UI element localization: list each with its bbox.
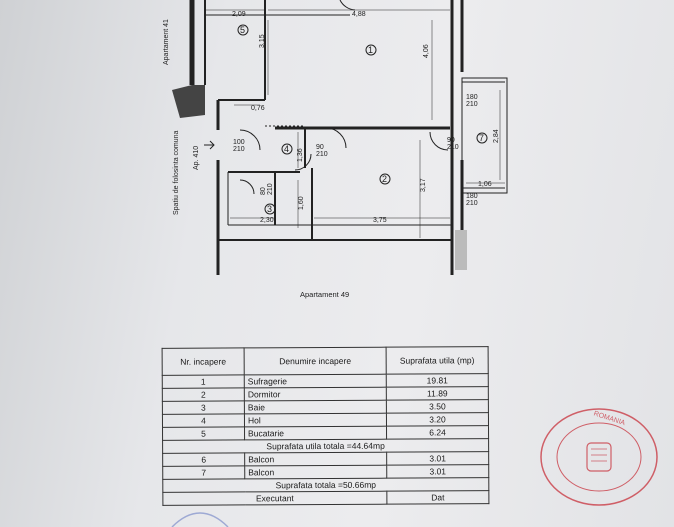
door-180b-h: 210 xyxy=(466,200,478,207)
door-100-w: 100 xyxy=(233,139,245,146)
dim-284: 2,84 xyxy=(493,129,500,143)
row-area: 3.20 xyxy=(386,412,489,427)
apt-top-label: Apartament 41 xyxy=(163,19,170,65)
room-1-label: 1 xyxy=(368,45,373,55)
door-180b-w: 180 xyxy=(466,193,478,200)
dim-315: 3,15 xyxy=(259,34,266,48)
dim-106: 1,06 xyxy=(478,181,492,188)
door-180a-h: 210 xyxy=(466,101,478,108)
row-name: Sufragerie xyxy=(244,374,387,388)
door-90a-h: 210 xyxy=(316,151,328,158)
door-100-h: 210 xyxy=(233,146,245,153)
rooms-table: Nr. incapere Denumire incapere Suprafata… xyxy=(162,346,490,506)
row-name: Bucatarie xyxy=(244,426,387,440)
door-180a-w: 180 xyxy=(466,94,478,101)
table-header-row: Nr. incapere Denumire incapere Suprafata… xyxy=(162,346,489,376)
header-name: Denumire incapere xyxy=(244,347,387,375)
row-name: Hol xyxy=(244,413,387,427)
dim-406: 4,06 xyxy=(423,44,430,58)
partial-stamp xyxy=(171,512,229,527)
row-area: 3.01 xyxy=(386,451,489,466)
floor-plan: Apartament 41 Spatiu de folosinta comuna… xyxy=(163,0,508,275)
door-80-w: 80 xyxy=(260,187,267,195)
common-space-label: Spatiu de folosinta comuna xyxy=(173,130,180,215)
row-nr: 6 xyxy=(162,452,245,467)
row-name: Balcon xyxy=(244,465,387,479)
door-90b-w: 90 xyxy=(447,137,455,144)
dim-076: 0,76 xyxy=(251,105,265,112)
row-area: 11.89 xyxy=(386,386,489,401)
room-4-label: 4 xyxy=(284,144,289,154)
room-3-label: 3 xyxy=(267,204,272,214)
date-label: Dat xyxy=(386,490,489,505)
row-area: 19.81 xyxy=(386,373,489,388)
dim-160: 1,60 xyxy=(298,196,305,210)
door-90b-h: 210 xyxy=(447,144,459,151)
room-2-label: 2 xyxy=(382,174,387,184)
ap-ref-label: Ap. 410 xyxy=(193,146,200,170)
header-area: Suprafata utila (mp) xyxy=(386,346,489,375)
dim-209: 2,09 xyxy=(232,11,246,18)
dim-136: 1,36 xyxy=(297,148,304,162)
row-name: Baie xyxy=(244,400,387,414)
door-80-h: 210 xyxy=(267,183,274,195)
row-area: 3.50 xyxy=(386,399,489,414)
dim-488: 4,88 xyxy=(352,11,366,18)
header-nr: Nr. incapere xyxy=(162,347,245,376)
row-name: Balcon xyxy=(244,452,387,466)
row-nr: 7 xyxy=(162,465,245,480)
apt-bottom-label: Apartament 49 xyxy=(300,290,350,299)
row-nr: 3 xyxy=(162,400,245,415)
door-90a-w: 90 xyxy=(316,144,324,151)
row-area: 3.01 xyxy=(386,464,489,479)
dim-317: 3,17 xyxy=(420,178,427,192)
executant-label: Executant xyxy=(162,491,387,506)
row-nr: 5 xyxy=(162,426,245,441)
row-area: 6.24 xyxy=(386,425,489,440)
dim-230: 2,30 xyxy=(260,217,274,224)
official-stamp: ROMANIA xyxy=(540,408,658,506)
dim-375: 3,75 xyxy=(373,217,387,224)
row-name: Dormitor xyxy=(244,387,387,401)
row-nr: 1 xyxy=(162,374,245,389)
room-5-label: 5 xyxy=(240,25,245,35)
room-7-label: 7 xyxy=(479,133,484,143)
row-nr: 4 xyxy=(162,413,245,428)
row-nr: 2 xyxy=(162,387,245,402)
